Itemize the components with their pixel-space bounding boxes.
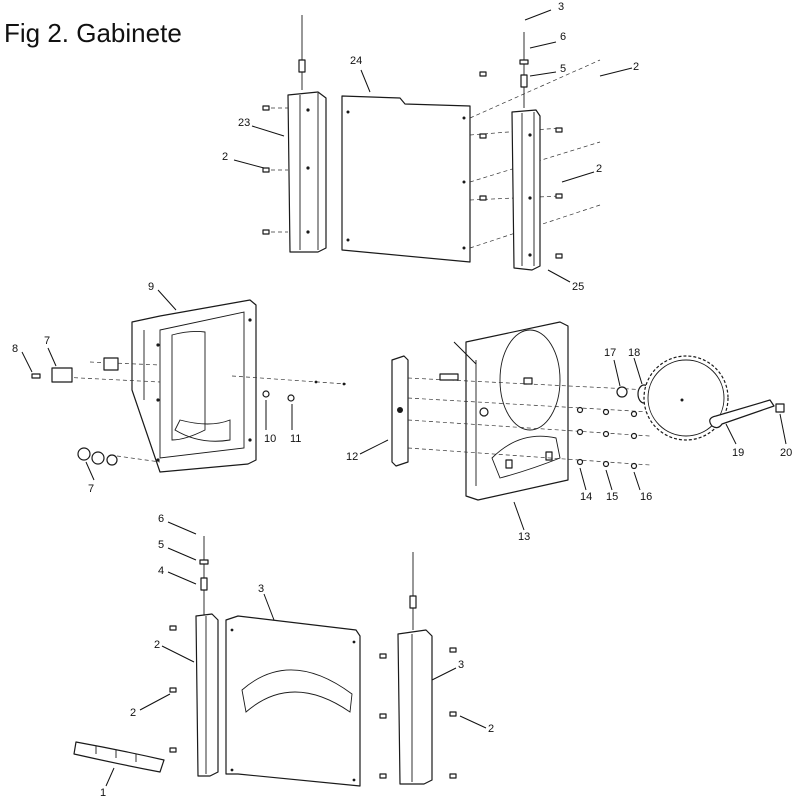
callout-20: 18 <box>628 347 640 359</box>
callout-2-bottom-right: 2 <box>488 723 494 735</box>
callout-7-bottom: 6 <box>158 513 164 525</box>
front-leg-left <box>195 613 219 777</box>
callout-8: 7 <box>88 483 94 495</box>
figure-title: Fig 2. Gabinete <box>4 18 182 48</box>
callout-6-bottom: 5 <box>158 539 164 551</box>
callout-4: 3 <box>258 583 264 595</box>
callout-13: 11 <box>290 433 301 445</box>
callout-23: 23 <box>238 117 250 129</box>
nut-13 <box>287 394 295 402</box>
screw-10 <box>31 373 41 379</box>
callout-5-top: 5 <box>560 63 566 75</box>
saw-blade <box>643 355 729 441</box>
callout-3-right: 3 <box>458 659 464 671</box>
callout-25: 25 <box>572 281 584 293</box>
callout-15: 13 <box>518 531 530 543</box>
callout-14: 12 <box>346 451 358 463</box>
callout-10: 8 <box>12 343 18 355</box>
arbor-nut <box>775 403 785 413</box>
callout-2-top-left: 2 <box>222 151 228 163</box>
callout-2-bottom-left: 2 <box>130 707 136 719</box>
callout-12: 10 <box>264 433 276 445</box>
leader-lines <box>21 9 787 787</box>
callout-6-top: 6 <box>560 31 566 43</box>
callout-7-top: 3 <box>558 1 564 13</box>
switch-hardware <box>77 447 118 466</box>
rear-assembly <box>262 15 601 271</box>
motor-panel-assembly <box>391 321 785 501</box>
front-assembly <box>73 536 457 787</box>
callout-labels: 3 6 5 2 24 23 2 2 25 9 8 7 10 11 7 12 13… <box>12 1 792 799</box>
flange-19 <box>616 386 628 398</box>
callout-2-top-mid: 2 <box>596 163 602 175</box>
callout-18: 16 <box>640 491 652 503</box>
washer-12 <box>262 390 270 398</box>
callout-5-bottom: 4 <box>158 565 164 577</box>
callout-9: 7 <box>44 335 50 347</box>
callout-19: 17 <box>604 347 616 359</box>
front-leg-right <box>397 629 433 785</box>
front-panel <box>225 615 361 787</box>
switch <box>51 367 73 383</box>
callout-11: 9 <box>148 281 154 293</box>
callout-24: 24 <box>350 55 362 67</box>
side-frame-assembly <box>31 299 347 473</box>
wrench <box>709 399 775 429</box>
rear-leg-left <box>262 15 327 253</box>
callout-2-top-right: 2 <box>633 61 639 73</box>
callout-17: 15 <box>606 491 618 503</box>
motor-panel <box>465 321 569 501</box>
rear-leg-right <box>479 32 563 271</box>
callout-22: 20 <box>780 447 792 459</box>
callout-16: 14 <box>580 491 592 503</box>
callout-21: 19 <box>732 447 744 459</box>
miter-scale <box>73 741 165 773</box>
callout-1: 1 <box>100 787 106 799</box>
callout-3-left: 2 <box>154 639 160 651</box>
rear-panel <box>341 59 601 263</box>
